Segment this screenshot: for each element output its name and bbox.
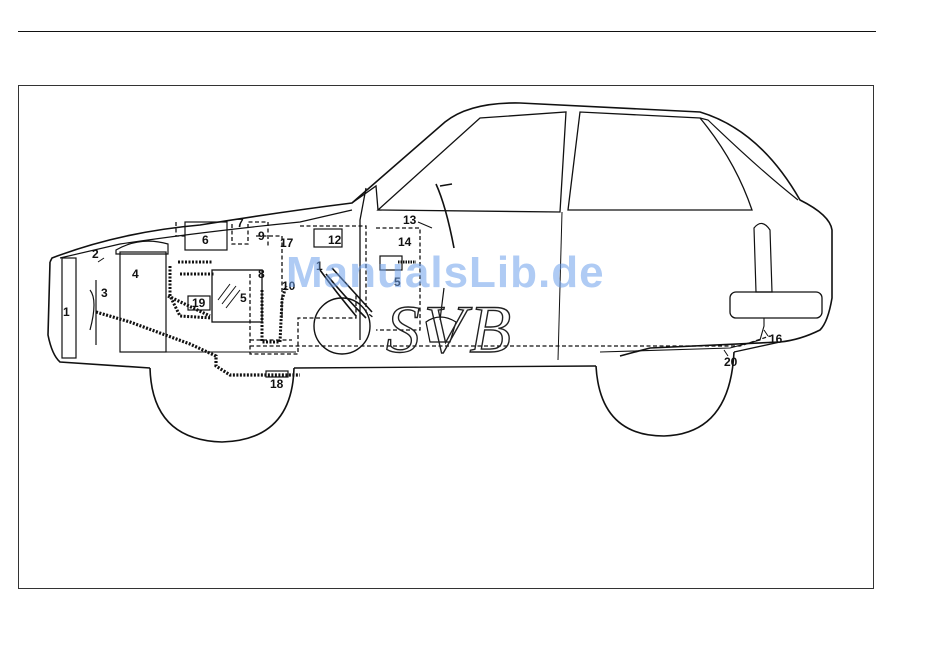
callout-4: 4	[132, 267, 139, 281]
fan	[90, 280, 96, 345]
callout-14: 14	[398, 235, 412, 249]
watermark: ManualsLib.de	[286, 248, 605, 298]
callout-19: 19	[192, 296, 206, 310]
svb-brand-text: SVB	[386, 291, 515, 367]
callout-1: 1	[63, 305, 70, 319]
engine-block	[120, 252, 166, 352]
callout-8: 8	[258, 267, 265, 281]
callout-6: 6	[202, 233, 209, 247]
fuel-tank	[730, 292, 822, 318]
callout-16: 16	[769, 332, 783, 346]
coolant-hose-loop	[170, 262, 286, 342]
heater-unit	[212, 270, 262, 322]
front-window	[378, 112, 566, 212]
callout-5a: 5	[240, 291, 247, 305]
rear-window	[568, 112, 752, 210]
callout-2: 2	[92, 247, 99, 261]
callout-18: 18	[270, 377, 284, 391]
callout-20: 20	[724, 355, 738, 369]
callout-13: 13	[403, 213, 417, 227]
rear-wheel	[596, 352, 734, 436]
callout-9: 9	[258, 229, 265, 243]
callout-3: 3	[101, 286, 108, 300]
steering-column	[436, 184, 454, 248]
callout-12: 12	[328, 233, 342, 247]
c-pillar	[700, 118, 798, 200]
callout-7: 7	[237, 216, 244, 230]
spare-wheel	[754, 223, 772, 292]
heater-hatching	[218, 284, 240, 308]
